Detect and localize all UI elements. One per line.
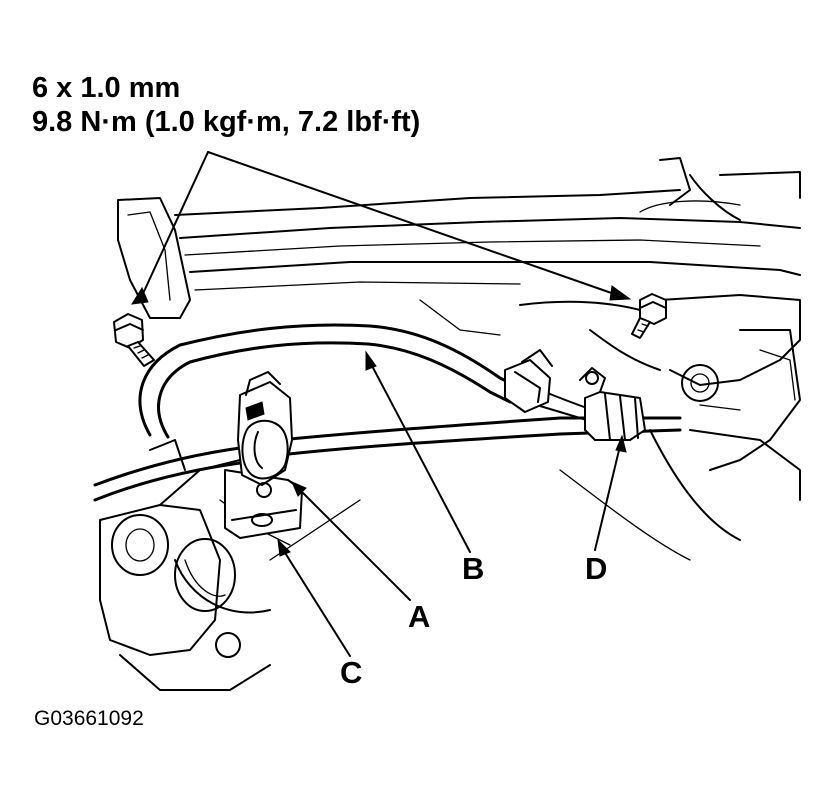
bushing-holder-d: [579, 367, 646, 441]
callout-c: C: [340, 655, 363, 690]
torque-spec-label: 9.8 N·m (1.0 kgf·m, 7.2 lbf·ft): [32, 106, 421, 138]
bolt-left: [113, 313, 155, 367]
bolt-size-label: 6 x 1.0 mm: [32, 72, 181, 104]
spec-leader-lines: [131, 151, 632, 305]
stabilizer-bar: [93, 416, 682, 502]
callout-d: D: [585, 551, 608, 586]
callout-leaders: [277, 350, 627, 657]
callout-b: B: [462, 551, 485, 586]
bracket-c: [224, 371, 303, 539]
bolt-right: [631, 293, 667, 339]
wire-clip: [504, 349, 553, 413]
figure-code: G03661092: [34, 707, 144, 730]
callout-a: A: [408, 599, 431, 634]
right-structure: [559, 294, 801, 561]
body-structure: [117, 157, 801, 371]
